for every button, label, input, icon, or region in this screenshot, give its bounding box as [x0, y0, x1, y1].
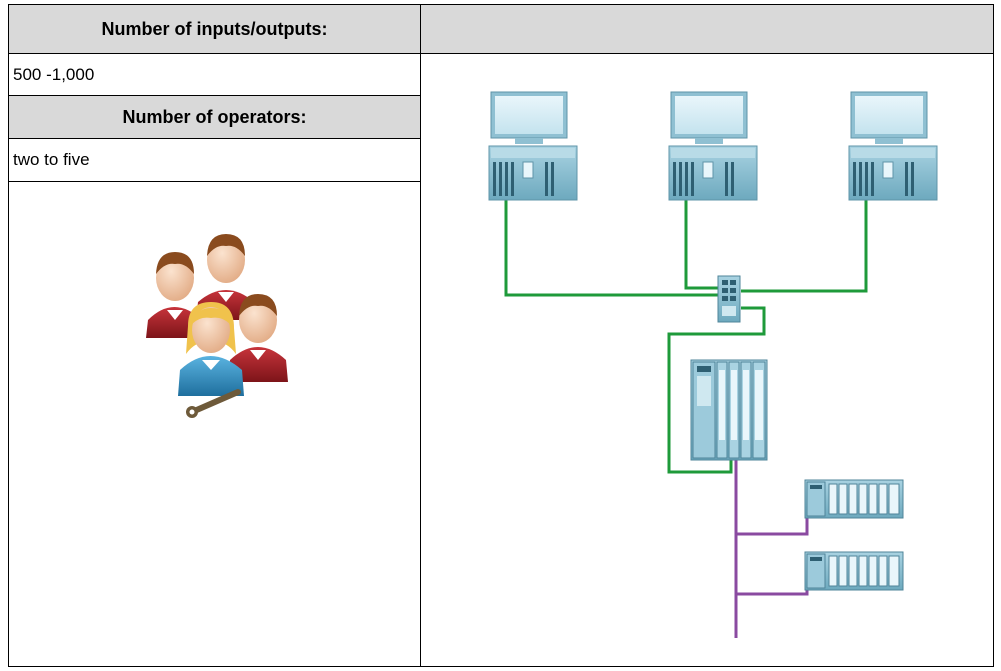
operators-header-cell: Number of operators: [9, 96, 420, 138]
row-divider [8, 181, 420, 182]
fieldbus [734, 460, 809, 638]
pc-workstation-icon [488, 91, 578, 201]
network-diagram [488, 91, 938, 638]
diagram-header-cell [421, 5, 993, 53]
operators-value-text: two to five [13, 150, 90, 169]
row-divider [8, 138, 420, 139]
column-divider [420, 4, 421, 667]
operator-figure [228, 294, 288, 382]
distributed-io-icon [804, 479, 904, 519]
pc-workstation-icon [668, 91, 758, 201]
network-switch-icon [717, 275, 741, 323]
row-divider [8, 95, 420, 96]
operators-header-label: Number of operators: [122, 106, 307, 127]
io-header-cell: Number of inputs/outputs: [9, 5, 420, 53]
wrench-icon [186, 389, 241, 418]
operator-figure [178, 302, 244, 396]
distributed-io-icon [804, 551, 904, 591]
automation-controller-icon [690, 359, 768, 461]
terminal-bus [504, 197, 868, 474]
io-value-text: 500 -1,000 [13, 64, 95, 84]
operators-value-cell: two to five [9, 139, 420, 181]
io-value-cell: 500 -1,000 [9, 54, 420, 95]
pc-workstation-icon [848, 91, 938, 201]
io-header-label: Number of inputs/outputs: [101, 18, 328, 39]
info-table [8, 4, 994, 667]
operator-group-icon [146, 234, 288, 418]
row-divider [8, 53, 994, 54]
